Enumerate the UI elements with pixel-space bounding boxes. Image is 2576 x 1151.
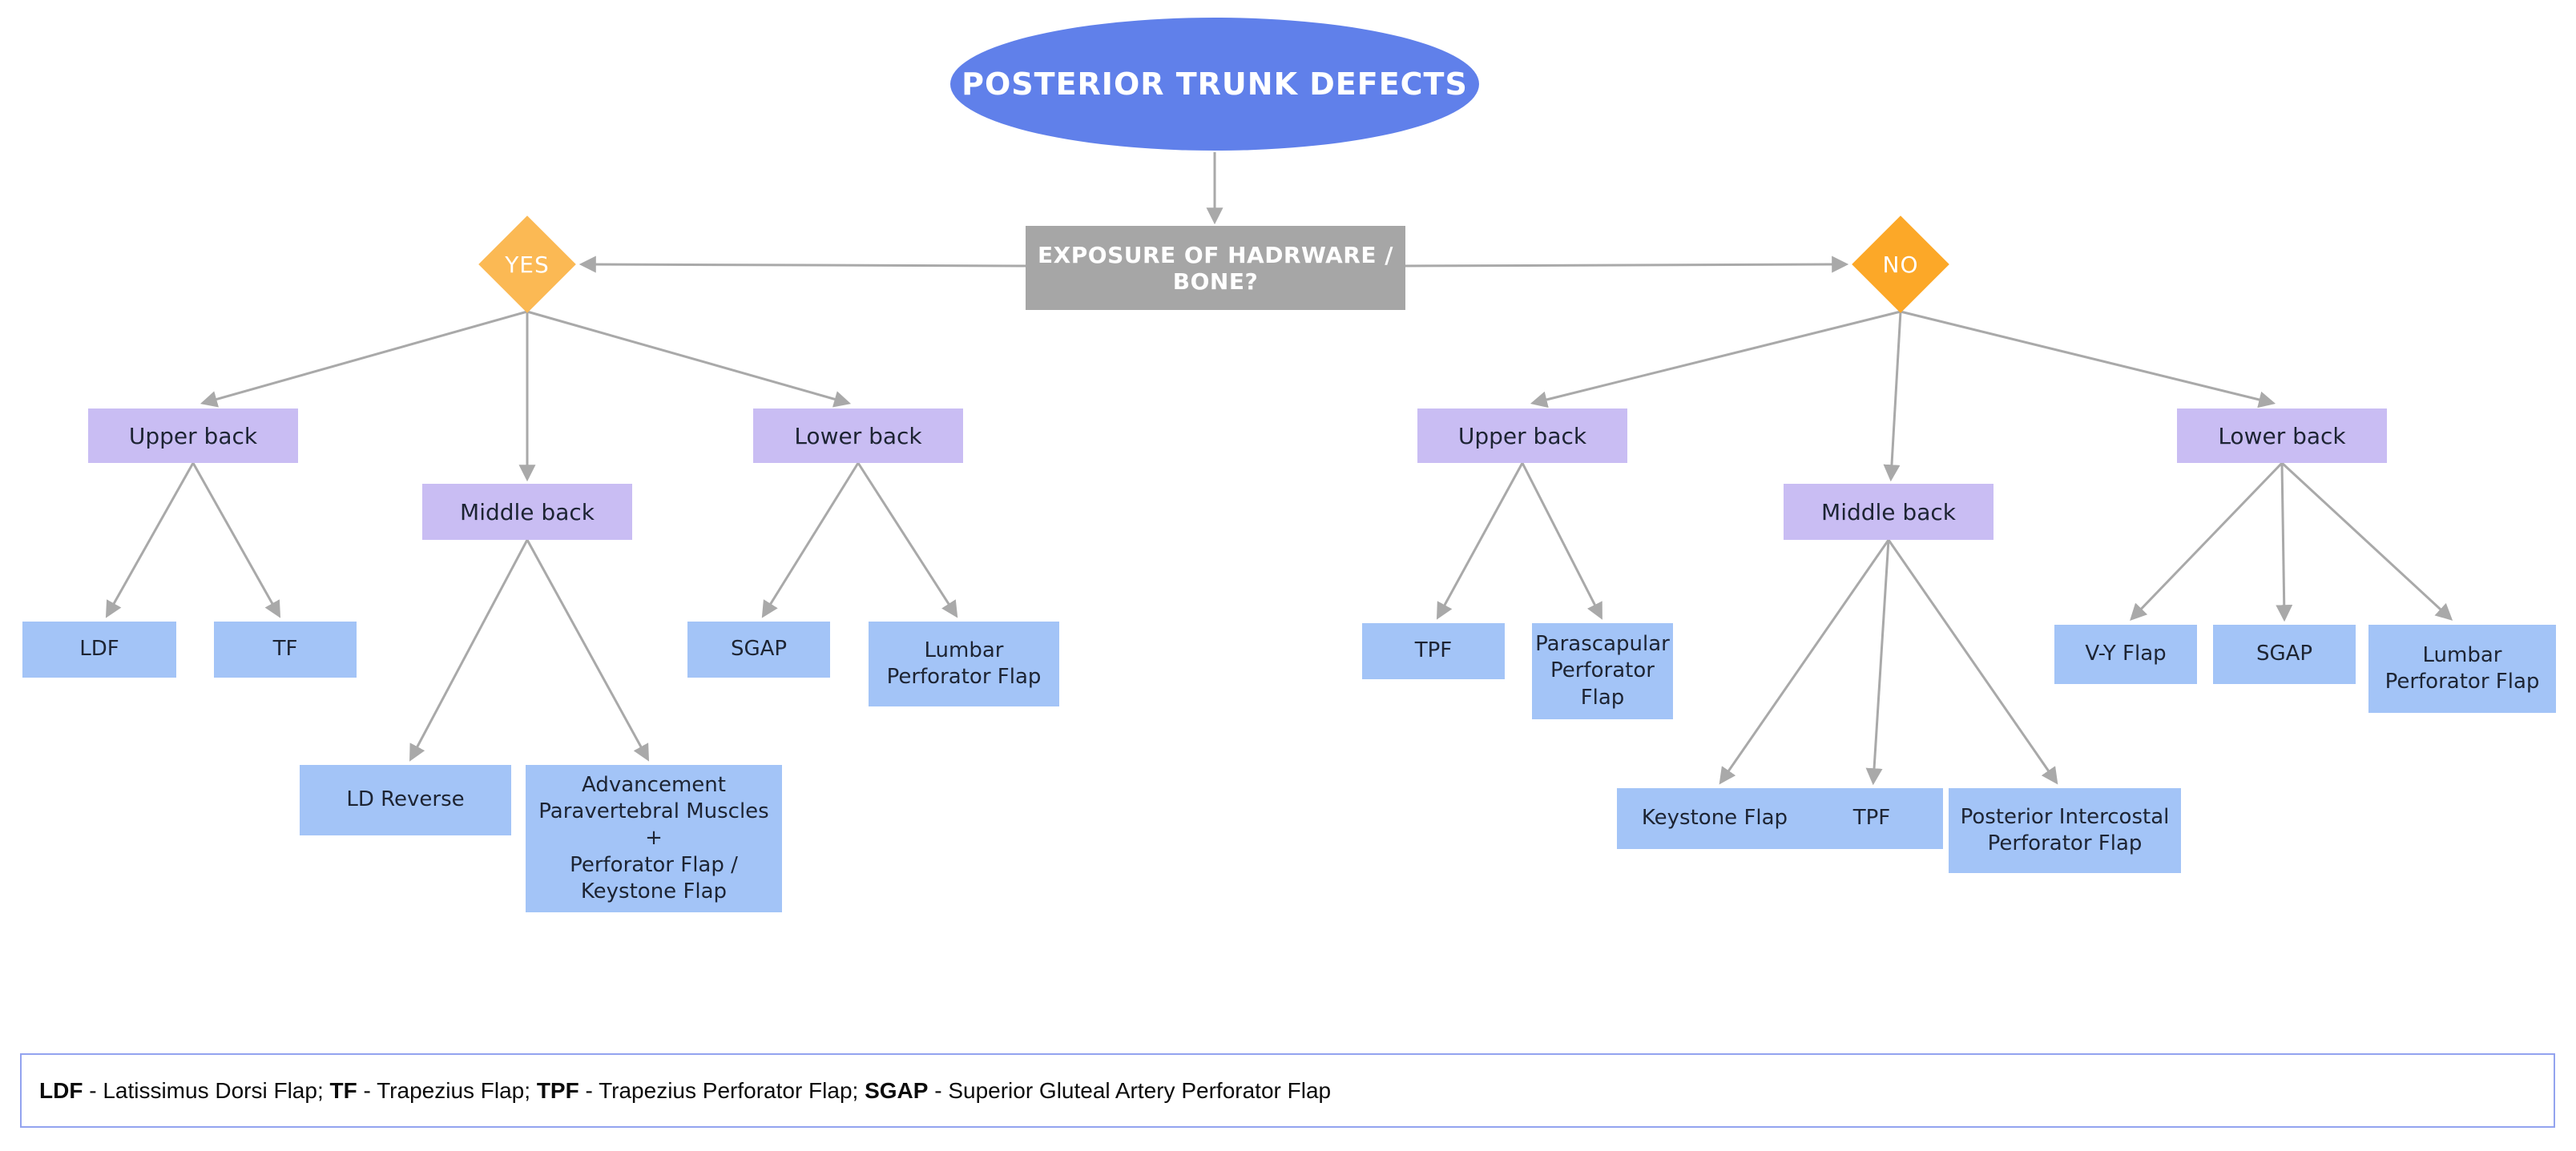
leaf-lumbar-perforator-yes: Lumbar Perforator Flap	[869, 622, 1059, 706]
legend-abbr-tf: TF	[329, 1077, 357, 1103]
edge-upperbackL-ldf	[105, 462, 195, 618]
edge-middlebackL-advancement	[526, 539, 650, 762]
edge-no-middleback	[1883, 311, 1902, 482]
edge-lowerbackR-sgap	[2276, 462, 2293, 622]
edge-middlebackR-posterior	[1887, 539, 2058, 785]
region-upper-back-yes: Upper back	[88, 408, 298, 463]
edge-yes-lowerback	[526, 310, 852, 408]
region-middle-back-yes: Middle back	[422, 484, 632, 540]
region-lower-back-yes: Lower back	[753, 408, 963, 463]
legend-desc-tf: - Trapezius Flap;	[357, 1077, 537, 1103]
edge-upperbackR-parascapular	[1521, 462, 1602, 620]
legend-desc-ldf: - Latissimus Dorsi Flap;	[83, 1077, 330, 1103]
edge-lowerbackR-lumbar	[2280, 461, 2453, 621]
leaf-sgap-yes: SGAP	[687, 622, 830, 678]
yes-diamond-label: YES	[505, 251, 550, 278]
edge-no-upperback	[1530, 310, 1901, 408]
legend-abbr-sgap: SGAP	[865, 1077, 929, 1103]
legend-desc-tpf: - Trapezius Perforator Flap;	[578, 1077, 865, 1103]
leaf-keystone: Keystone Flap	[1617, 788, 1812, 849]
region-lower-back-no: Lower back	[2177, 408, 2387, 463]
edge-decision-yes	[578, 256, 1027, 273]
leaf-tpf-middle: TPF	[1800, 788, 1943, 849]
edge-lowerbackL-sgap	[761, 462, 860, 618]
edge-yes-upperback	[200, 310, 528, 408]
legend-abbr-ldf: LDF	[39, 1077, 83, 1103]
edge-middlebackR-tpf	[1865, 539, 1890, 786]
leaf-tf: TF	[214, 622, 357, 678]
edge-upperbackR-tpf	[1436, 462, 1524, 620]
edge-lowerbackL-lumbar	[857, 462, 958, 618]
leaf-ldf: LDF	[22, 622, 176, 678]
leaf-advancement-paravertebral: Advancement Paravertebral Muscles + Perf…	[526, 765, 782, 912]
leaf-ld-reverse: LD Reverse	[300, 765, 511, 835]
legend-text: LDF - Latissimus Dorsi Flap; TF - Trapez…	[39, 1078, 1331, 1104]
edge-no-lowerback	[1900, 310, 2276, 408]
root-node: POSTERIOR TRUNK DEFECTS	[950, 18, 1479, 151]
no-diamond-label: NO	[1882, 251, 1919, 278]
edge-middlebackR-keystone	[1719, 539, 1890, 785]
edge-decision-no	[1404, 256, 1849, 273]
legend-desc-sgap: - Superior Gluteal Artery Perforator Fla…	[928, 1077, 1332, 1103]
edge-lowerbackR-vy	[2130, 461, 2284, 622]
legend-abbr-tpf: TPF	[536, 1077, 579, 1103]
edge-middlebackL-ldreverse	[409, 539, 529, 762]
leaf-lumbar-perforator-no: Lumbar Perforator Flap	[2368, 625, 2556, 713]
leaf-parascapular-perforator: Parascapular Perforator Flap	[1532, 623, 1673, 719]
region-middle-back-no: Middle back	[1784, 484, 1993, 540]
abbreviation-legend: LDF - Latissimus Dorsi Flap; TF - Trapez…	[20, 1053, 2555, 1128]
edge-upperbackL-tf	[191, 462, 281, 618]
leaf-vy-flap: V-Y Flap	[2054, 625, 2197, 684]
leaf-sgap-no: SGAP	[2213, 625, 2356, 684]
leaf-posterior-intercostal: Posterior Intercostal Perforator Flap	[1949, 788, 2181, 873]
decision-node: EXPOSURE OF HADRWARE / BONE?	[1026, 226, 1405, 310]
leaf-tpf-upper: TPF	[1362, 623, 1505, 679]
region-upper-back-no: Upper back	[1417, 408, 1627, 463]
